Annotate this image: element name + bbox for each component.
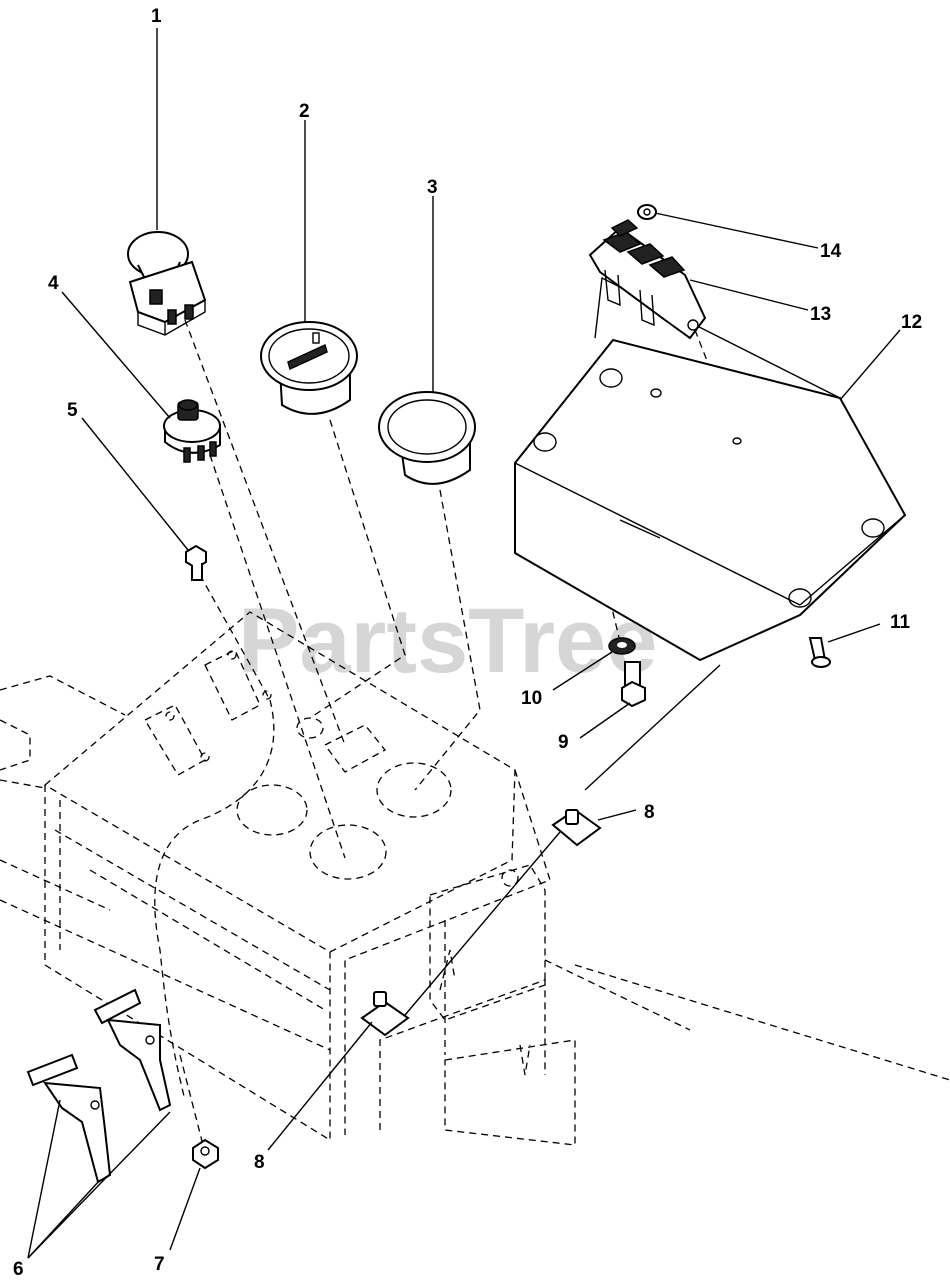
speed-nut-upper (551, 808, 602, 847)
push-button-switch (127, 231, 207, 336)
callout-2: 2 (299, 101, 310, 122)
ignition-switch (260, 321, 358, 415)
callout-11: 11 (890, 612, 911, 633)
callout-numbers: 1 2 3 4 5 6 7 8 8 9 10 11 12 13 14 (13, 6, 922, 1280)
small-nut (637, 204, 657, 220)
speed-nut-lower (360, 991, 410, 1037)
callout-4: 4 (48, 273, 59, 294)
watermark-text: PartsTree (238, 590, 657, 692)
washer (608, 637, 636, 655)
callout-13: 13 (810, 304, 831, 325)
callout-8-lower: 8 (254, 1152, 265, 1173)
callout-14: 14 (820, 241, 842, 262)
hex-nut (192, 1138, 219, 1170)
callout-6: 6 (13, 1259, 24, 1280)
leader-lines (27, 28, 901, 1259)
callout-5: 5 (67, 400, 78, 421)
hour-meter (378, 391, 476, 485)
callout-3: 3 (427, 177, 438, 198)
callout-1: 1 (151, 6, 162, 27)
callout-12: 12 (901, 312, 922, 333)
fuse-holder (588, 219, 707, 340)
callout-8-upper: 8 (644, 802, 655, 823)
screw (808, 637, 831, 668)
hex-bolt (621, 661, 646, 708)
mounting-bracket (514, 276, 907, 662)
hex-bolt-small (185, 544, 207, 581)
terminal-clips (26, 988, 172, 1184)
rotary-switch (163, 399, 221, 463)
callout-9: 9 (558, 732, 569, 753)
dash-panel-housing (0, 611, 950, 1146)
callout-7: 7 (154, 1254, 165, 1275)
callout-10: 10 (521, 688, 542, 709)
